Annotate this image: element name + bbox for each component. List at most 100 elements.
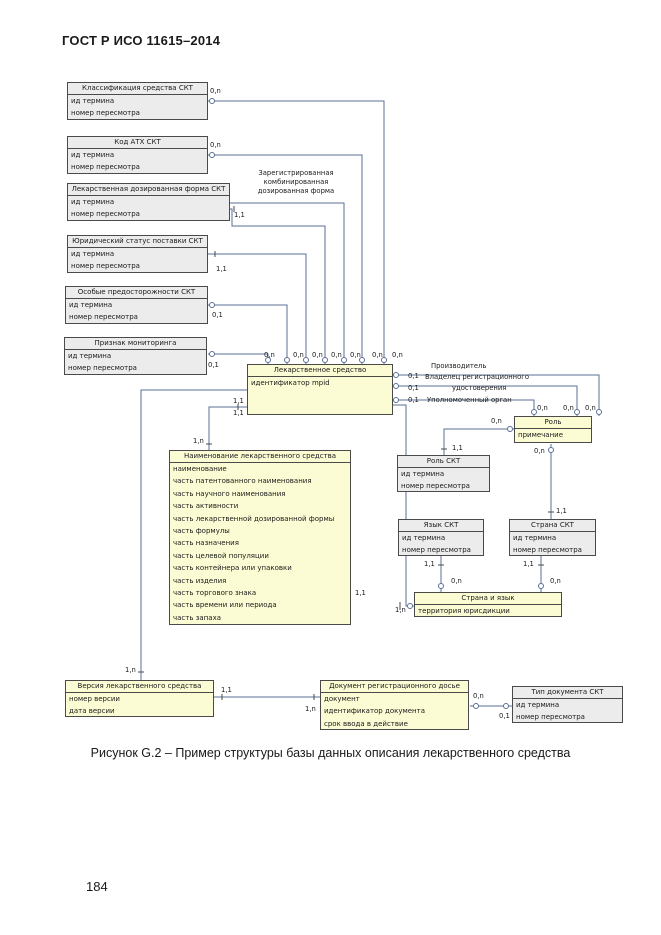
card-label: 0,n bbox=[534, 447, 545, 455]
card-label: 0,n bbox=[537, 404, 548, 412]
card-label: 0,n bbox=[563, 404, 574, 412]
entity-field: часть контейнера или упаковки bbox=[173, 564, 292, 573]
entity-country-and-language: Страна и язык территория юрисдикции bbox=[414, 592, 562, 617]
entity-field: номер пересмотра bbox=[71, 210, 140, 219]
card-label: 1,n bbox=[305, 705, 316, 713]
entity-field: номер пересмотра bbox=[68, 364, 137, 373]
entity-field: идентификатор документа bbox=[324, 707, 426, 716]
entity-legal-status: Юридический статус поставки СКТ ид терми… bbox=[67, 235, 208, 273]
entity-field: ид термина bbox=[71, 250, 115, 258]
card-label: 1,1 bbox=[556, 507, 567, 515]
entity-role-skt: Роль СКТ ид термина номер пересмотра bbox=[397, 455, 490, 492]
card-label: 1,1 bbox=[523, 560, 534, 568]
label-line: комбинированная bbox=[263, 178, 329, 186]
entity-field: ид термина bbox=[402, 534, 446, 542]
entity-title: Лекарственное средство bbox=[248, 365, 392, 377]
entity-atc-code: Код АТХ СКТ ид термина номер пересмотра bbox=[67, 136, 208, 174]
entity-title: Наименование лекарственного средства bbox=[170, 451, 350, 463]
label-authorized-body: Уполномоченный орган bbox=[427, 396, 512, 404]
card-label: 0,n bbox=[585, 404, 596, 412]
entity-field: часть назначения bbox=[173, 539, 239, 548]
card-label: 1,1 bbox=[234, 211, 245, 219]
label-registered-combo: Зарегистрированная комбинированная дозир… bbox=[252, 169, 340, 196]
card-label: 1,n bbox=[395, 606, 406, 614]
entity-field: ид термина bbox=[513, 534, 557, 542]
entity-field: часть торгового знака bbox=[173, 589, 257, 598]
card-label: 0,1 bbox=[499, 712, 510, 720]
entity-field: примечание bbox=[518, 431, 564, 439]
card-label: 1,1 bbox=[233, 409, 244, 417]
card-label: 1,1 bbox=[216, 265, 227, 273]
entity-field: ид термина bbox=[71, 198, 115, 206]
entity-field: часть изделия bbox=[173, 576, 227, 585]
card-label: 1,1 bbox=[452, 444, 463, 452]
entity-product-version: Версия лекарственного средства номер вер… bbox=[65, 680, 214, 717]
entity-field: часть запаха bbox=[173, 613, 222, 622]
entity-field: номер пересмотра bbox=[69, 313, 138, 322]
card-label: 0,n bbox=[264, 351, 275, 359]
entity-field: часть лекарственной дозированной формы bbox=[173, 514, 335, 523]
card-label: 0,n bbox=[210, 87, 221, 95]
label-holder-1: Владелец регистрационного bbox=[425, 373, 530, 381]
entity-special-precautions: Особые предосторожности СКТ ид термина н… bbox=[65, 286, 208, 324]
entity-title: Код АТХ СКТ bbox=[68, 137, 207, 149]
entity-monitoring-flag: Признак мониторинга ид термина номер пер… bbox=[64, 337, 207, 375]
entity-field: номер пересмотра bbox=[71, 163, 140, 172]
entity-field: часть целевой популяции bbox=[173, 551, 269, 560]
entity-document-type: Тип документа СКТ ид термина номер перес… bbox=[512, 686, 623, 723]
entity-title: Особые предосторожности СКТ bbox=[66, 287, 207, 299]
entity-dossier-document: Документ регистрационного досье документ… bbox=[320, 680, 469, 730]
entity-field: номер пересмотра bbox=[513, 546, 582, 555]
entity-dose-form: Лекарственная дозированная форма СКТ ид … bbox=[67, 183, 230, 221]
entity-field: ид термина bbox=[401, 470, 445, 478]
card-label: 1,n bbox=[193, 437, 204, 445]
label-line: дозированная форма bbox=[257, 187, 335, 195]
entity-field: часть научного наименования bbox=[173, 489, 286, 498]
entity-title: Страна СКТ bbox=[510, 520, 595, 532]
entity-field: часть времени или периода bbox=[173, 601, 277, 610]
label-manufacturer: Производитель bbox=[431, 362, 487, 370]
entity-field: часть формулы bbox=[173, 527, 230, 536]
card-label: 0,1 bbox=[408, 396, 419, 404]
card-label: 0,n bbox=[210, 141, 221, 149]
entity-field: срок ввода в действие bbox=[324, 719, 408, 728]
card-label: 0,n bbox=[473, 692, 484, 700]
card-label: 1,1 bbox=[233, 397, 244, 405]
entity-title: Признак мониторинга bbox=[65, 338, 206, 350]
entity-field: дата версии bbox=[69, 707, 115, 716]
label-holder-2: удостоверения bbox=[452, 384, 507, 392]
entity-field: часть патентованного наименования bbox=[173, 477, 312, 486]
card-label: 0,n bbox=[372, 351, 383, 359]
entity-field: идентификатор mpid bbox=[251, 379, 330, 387]
entity-field: номер пересмотра bbox=[71, 109, 140, 118]
card-label: 0,1 bbox=[408, 372, 419, 380]
figure-caption: Рисунок G.2 – Пример структуры базы данн… bbox=[90, 746, 571, 760]
card-label: 1,1 bbox=[221, 686, 232, 694]
card-label: 1,1 bbox=[424, 560, 435, 568]
entity-field: ид термина bbox=[71, 97, 115, 105]
card-label: 0,n bbox=[312, 351, 323, 359]
page-number: 184 bbox=[86, 879, 108, 894]
card-label: 0,n bbox=[550, 577, 561, 585]
card-label: 0,1 bbox=[212, 311, 223, 319]
card-label: 1,n bbox=[125, 666, 136, 674]
entity-title: Лекарственная дозированная форма СКТ bbox=[68, 184, 229, 196]
card-label: 1,1 bbox=[355, 589, 366, 597]
entity-title: Роль bbox=[515, 417, 591, 429]
card-label: 0,n bbox=[491, 417, 502, 425]
card-label: 0,n bbox=[392, 351, 403, 359]
entity-field: ид термина bbox=[71, 151, 115, 159]
entity-title: Классификация средства СКТ bbox=[68, 83, 207, 95]
entity-field: ид термина bbox=[516, 701, 560, 709]
entity-field: номер пересмотра bbox=[402, 546, 471, 555]
card-label: 0,n bbox=[293, 351, 304, 359]
entity-title: Версия лекарственного средства bbox=[66, 681, 213, 693]
entity-field: территория юрисдикции bbox=[418, 607, 510, 615]
entity-title: Тип документа СКТ bbox=[513, 687, 622, 699]
entity-title: Страна и язык bbox=[415, 593, 561, 605]
entity-field: документ bbox=[324, 695, 360, 703]
entity-field: номер пересмотра bbox=[516, 713, 585, 722]
label-line: Зарегистрированная bbox=[258, 169, 334, 177]
card-label: 0,n bbox=[451, 577, 462, 585]
